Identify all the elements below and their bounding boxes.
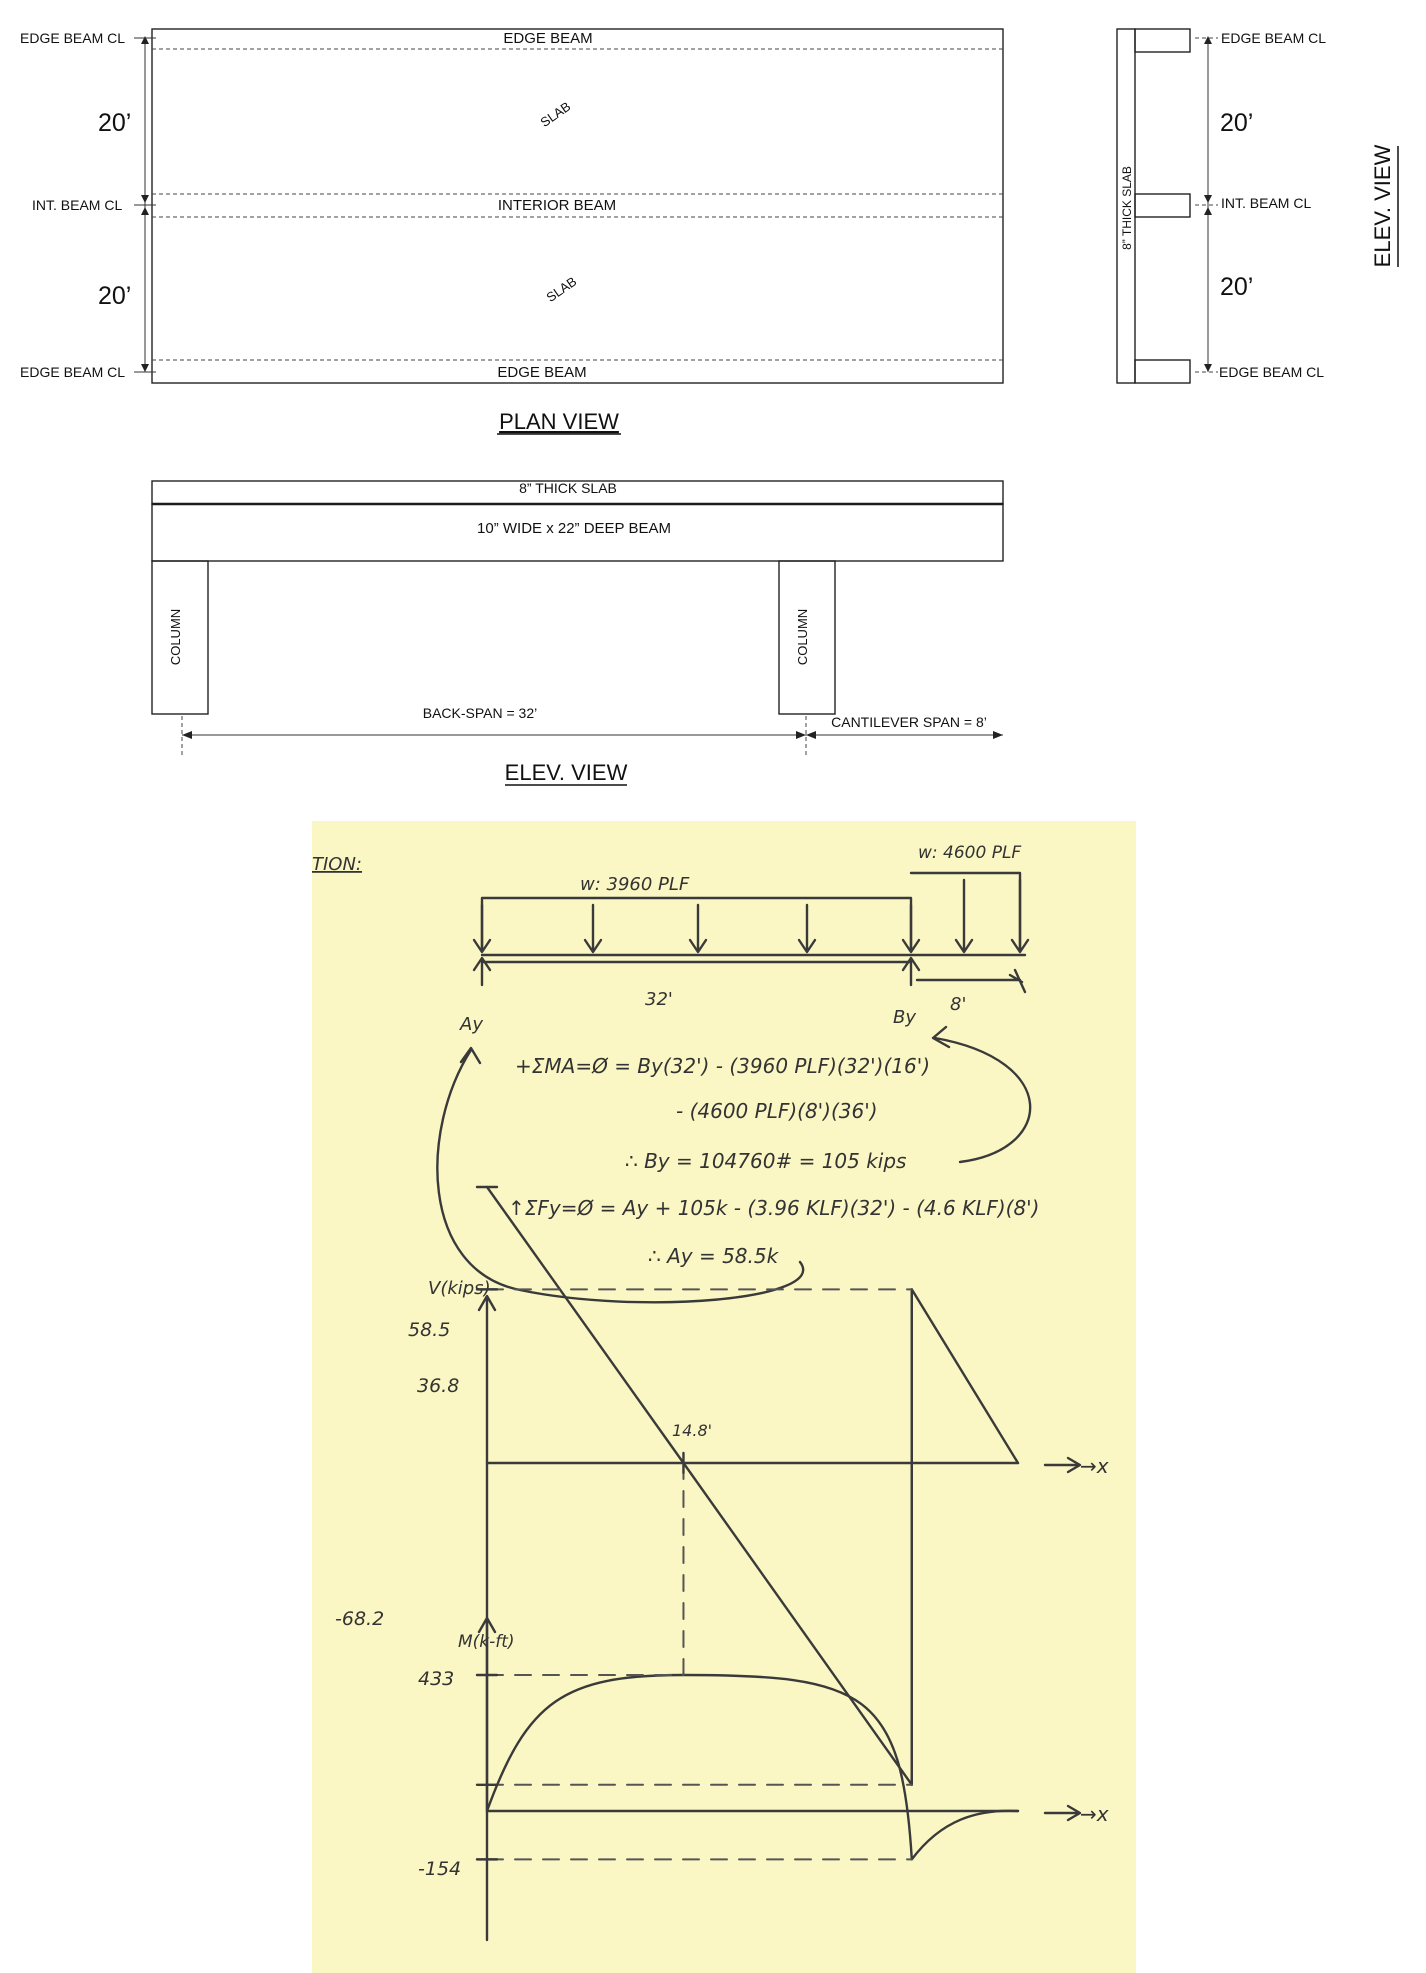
reaction-arrow-b: [901, 956, 921, 987]
back-span-label: BACK-SPAN = 32’: [423, 705, 538, 721]
side-elevation-view: 8” THICK SLAB EDGE BEAM CL INT. BEAM CL …: [1116, 28, 1399, 384]
plan-view-title: PLAN VIEW: [499, 409, 619, 434]
arrow-head: [993, 731, 1003, 739]
edge-beam-cl-label: EDGE BEAM CL: [20, 364, 125, 380]
side-elev-title: ELEV. VIEW: [1370, 144, 1395, 267]
by-pointer-arrow: [931, 1025, 1032, 1164]
arrow-head: [141, 364, 149, 372]
cantilever-dim: [915, 968, 1027, 994]
moment-y-axis: [477, 1616, 497, 1942]
dimension-label: 20’: [1220, 109, 1253, 137]
shear-x-arrow: [1043, 1456, 1082, 1474]
elevation-view: 8” THICK SLAB 10” WIDE x 22” DEEP BEAM C…: [151, 480, 1004, 786]
dimension-label: 20’: [1220, 273, 1253, 301]
moment-equation: +ΣMA=Ø = By(32') - (3960 PLF)(32')(16'): [515, 1054, 930, 1078]
moment-x-label: →x: [1080, 1802, 1109, 1826]
edge-beam-cl-label: EDGE BEAM CL: [1219, 364, 1324, 380]
moment-x-arrow: [1043, 1804, 1082, 1822]
plan-slab-outline: [151, 28, 1004, 384]
elev-beam: [151, 503, 1004, 562]
column-right: [778, 560, 836, 715]
edge-beam-label: EDGE BEAM: [503, 30, 592, 47]
by-result: ∴ By = 104760# = 105 kips: [625, 1149, 906, 1173]
moment-curve: [485, 1673, 1020, 1861]
load-arrows: [472, 878, 1030, 954]
shear-axis-label: V(kips): [428, 1278, 491, 1299]
column-label: COLUMN: [795, 609, 810, 665]
span-label: 8': [950, 994, 966, 1015]
interior-beam-label: INTERIOR BEAM: [498, 197, 616, 214]
reaction-arrow-a: [472, 956, 492, 987]
shear-max-label: 58.5: [408, 1319, 450, 1341]
force-equation: ↑ΣFy=Ø = Ay + 105k - (3.96 KLF)(32') - (…: [508, 1196, 1039, 1220]
load-label-cantilever: w: 4600 PLF: [918, 843, 1021, 863]
moment-max-label: 433: [418, 1668, 454, 1690]
ay-result: ∴ Ay = 58.5k: [648, 1244, 780, 1268]
arrow-head: [1204, 195, 1212, 203]
side-edge-beam-top: [1134, 28, 1191, 53]
reaction-a-label: Ay: [459, 1014, 483, 1035]
column-left: [151, 560, 209, 715]
dimension-label: 20’: [98, 109, 131, 137]
arrow-head: [1204, 207, 1212, 215]
beam-line: [480, 953, 1027, 964]
arrow-head: [141, 195, 149, 203]
sheet-heading: TION:: [312, 854, 362, 875]
dimension-label: 20’: [98, 282, 131, 310]
column-label: COLUMN: [168, 609, 183, 665]
shear-plot: [475, 1185, 1020, 1786]
arrow-head: [141, 207, 149, 215]
span-label: 32': [645, 989, 673, 1010]
paper-background: [312, 821, 1136, 1973]
moment-diagram: →x M(k-ft) 433 -154: [418, 1616, 1109, 1942]
int-beam-cl-label: INT. BEAM CL: [32, 197, 122, 213]
edge-beam-cl-label: EDGE BEAM CL: [1221, 30, 1326, 46]
edge-beam-label: EDGE BEAM: [497, 364, 586, 381]
cantilever-span-label: CANTILEVER SPAN = 8’: [831, 714, 987, 730]
shear-diagram: →x V(kips) 58.5 36.8 -68.2 14.8': [335, 1185, 1109, 1812]
elev-view-title: ELEV. VIEW: [505, 760, 628, 785]
arrow-head: [1204, 364, 1212, 372]
shear-zero-location-label: 14.8': [672, 1421, 712, 1440]
elev-slab-label: 8” THICK SLAB: [519, 480, 617, 496]
shear-x-label: →x: [1080, 1454, 1109, 1478]
plan-view: EDGE BEAM CL INT. BEAM CL EDGE BEAM CL 2…: [20, 28, 1004, 435]
arrow-head: [796, 731, 806, 739]
shear-cantilever-label: 36.8: [417, 1375, 459, 1397]
slab-label: SLAB: [537, 99, 573, 130]
edge-beam-cl-label: EDGE BEAM CL: [20, 30, 125, 46]
reaction-b-label: By: [893, 1007, 916, 1028]
slab-label: SLAB: [543, 274, 579, 305]
side-slab-label: 8” THICK SLAB: [1120, 166, 1134, 250]
int-beam-cl-label: INT. BEAM CL: [1221, 195, 1311, 211]
elev-beam-label: 10” WIDE x 22” DEEP BEAM: [477, 520, 671, 537]
arrow-head: [806, 731, 816, 739]
arrow-head: [1204, 36, 1212, 44]
moment-equation-cont: - (4600 PLF)(8')(36'): [676, 1099, 878, 1123]
calculation-sheet: TION: w: 3960 PLF w: 4600 PLF 32' 8' Ay …: [312, 821, 1136, 1973]
shear-min-label: -68.2: [335, 1608, 384, 1630]
moment-axis-label: M(k-ft): [458, 1632, 515, 1652]
moment-min-label: -154: [418, 1858, 461, 1880]
load-label-backspan: w: 3960 PLF: [580, 874, 690, 895]
side-edge-beam-bottom: [1134, 359, 1191, 384]
side-interior-beam: [1134, 193, 1191, 218]
moment-plot: [475, 1673, 1020, 1861]
arrow-head: [141, 36, 149, 44]
arrow-head: [182, 731, 192, 739]
